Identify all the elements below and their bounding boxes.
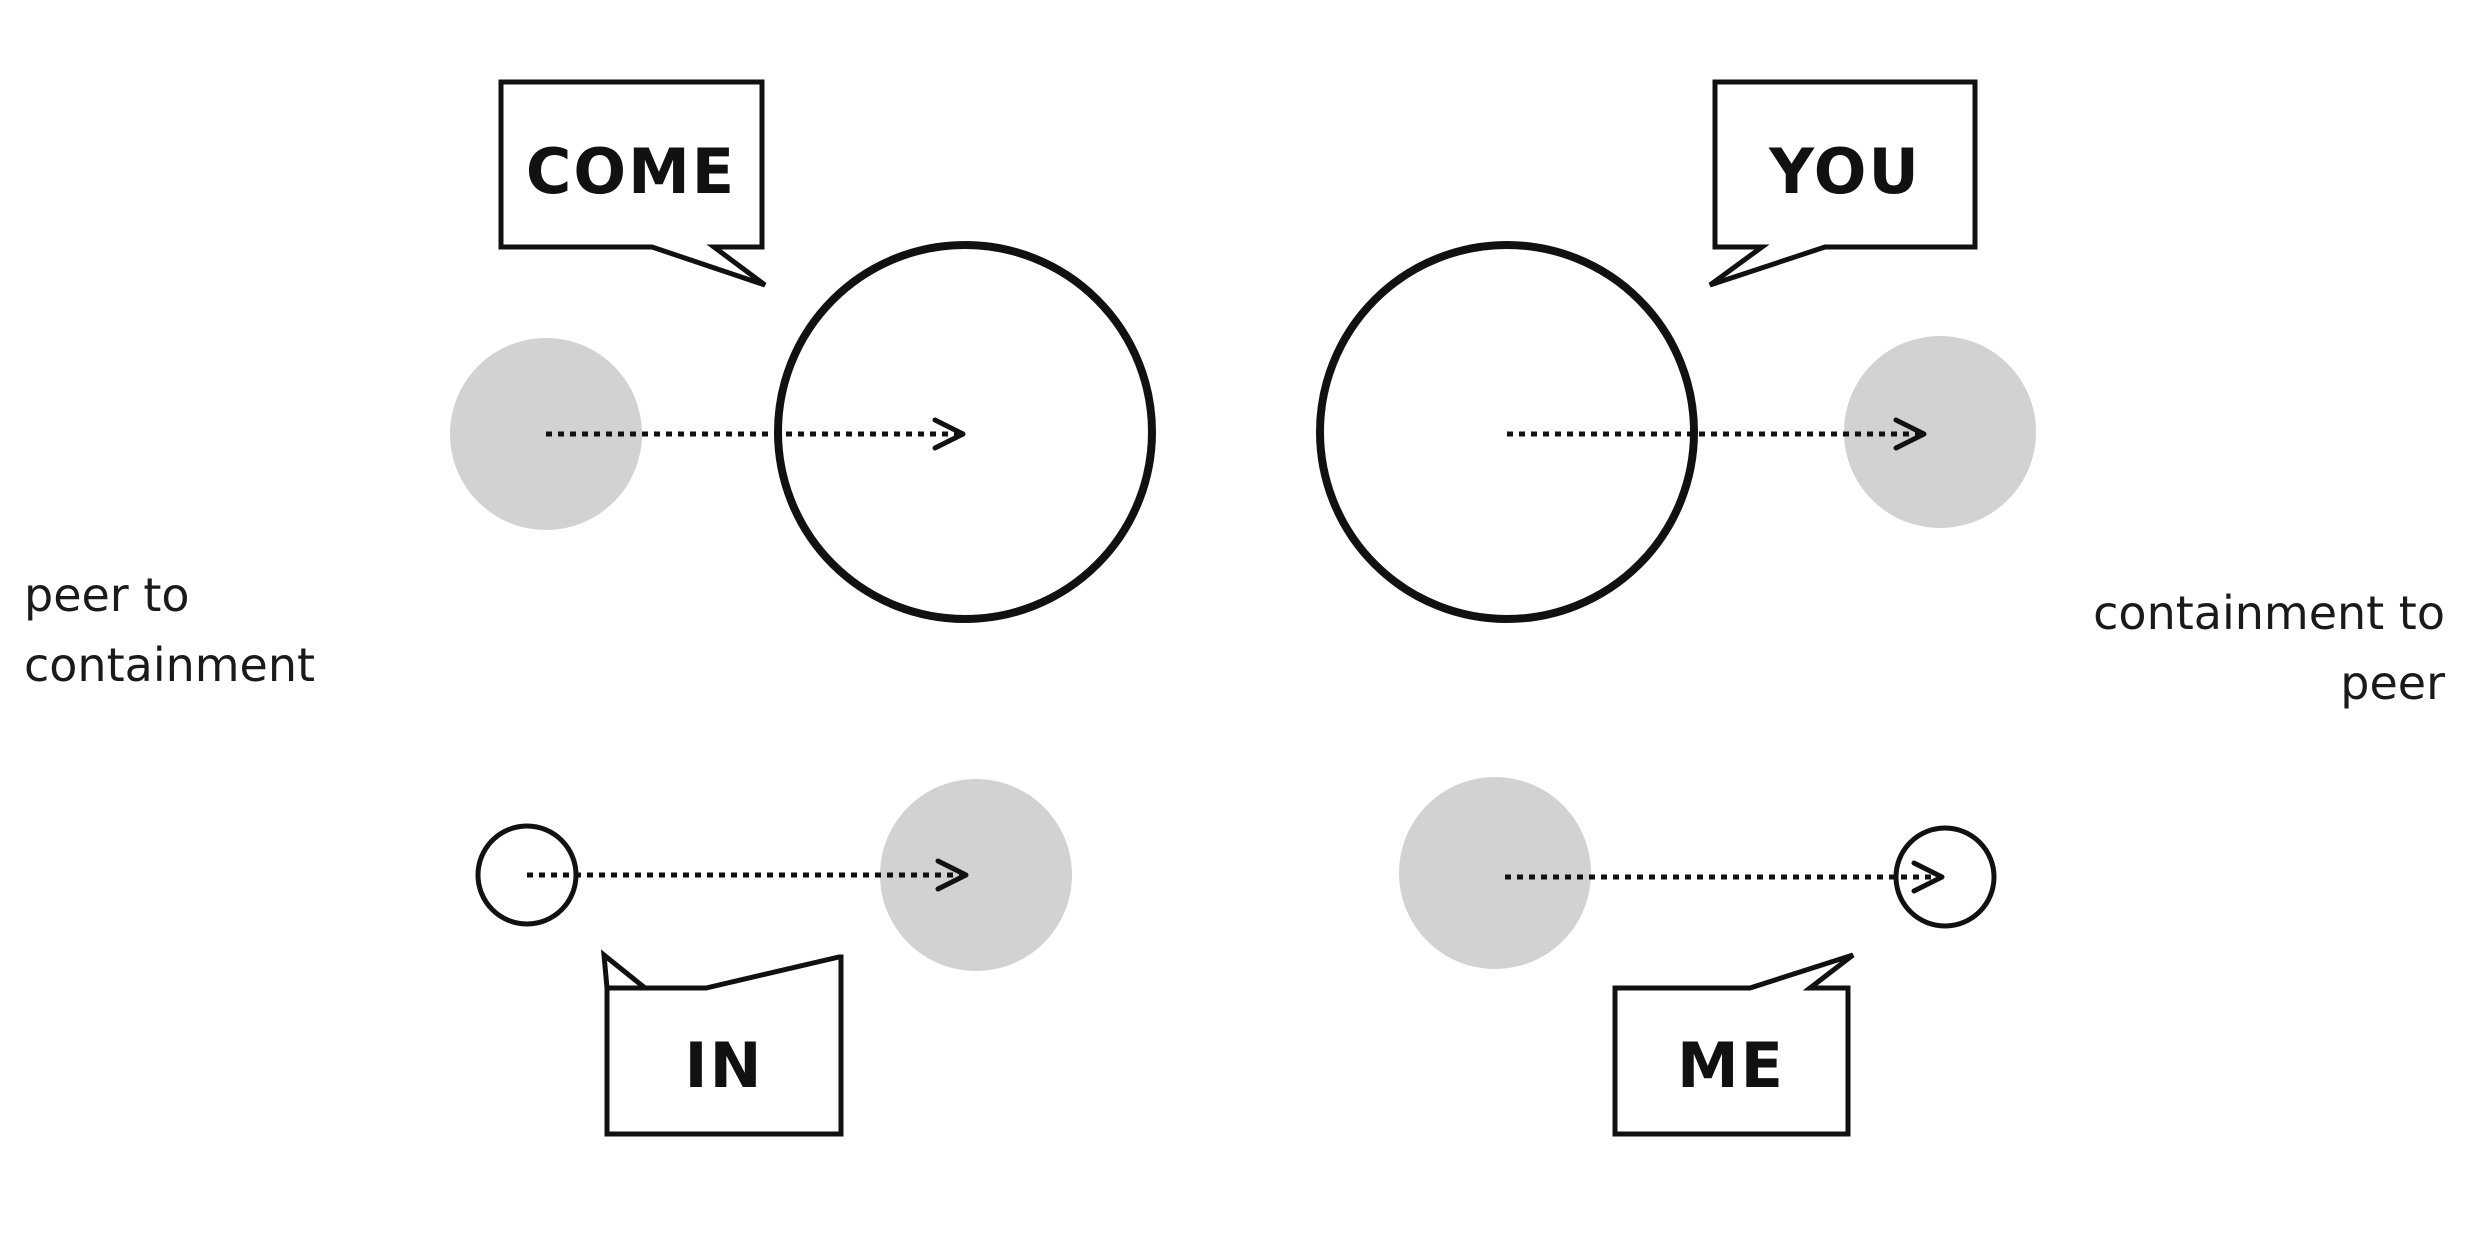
bubble-word: COME: [526, 135, 736, 208]
bubble-word: ME: [1677, 1029, 1785, 1102]
side-label-containment-to-peer: containment to peer: [2093, 578, 2445, 718]
quadrant-come: COME: [450, 79, 1156, 623]
speech-bubble: [1708, 79, 1978, 288]
side-label-line: peer: [2340, 656, 2445, 710]
peer-circle: [1844, 336, 2036, 528]
quadrant-me: ME: [1399, 777, 1997, 1137]
quadrant-you: YOU: [1316, 79, 2036, 623]
speech-bubble: [600, 949, 844, 1137]
peer-circle: [880, 779, 1072, 971]
peer-circle: [1399, 777, 1591, 969]
bubble-word: IN: [685, 1029, 764, 1102]
side-label-peer-to-containment: peer to containment: [24, 560, 315, 700]
side-label-line: containment: [24, 638, 316, 692]
bubble-word: YOU: [1768, 135, 1921, 208]
speech-bubble: [498, 79, 767, 288]
side-label-line: peer to: [24, 568, 190, 622]
speech-bubble: [1612, 952, 1855, 1137]
container-circle: [1316, 241, 1698, 623]
side-label-line: containment to: [2093, 586, 2445, 640]
contained-circle: [1893, 825, 1997, 929]
quadrant-in: IN: [475, 779, 1072, 1137]
